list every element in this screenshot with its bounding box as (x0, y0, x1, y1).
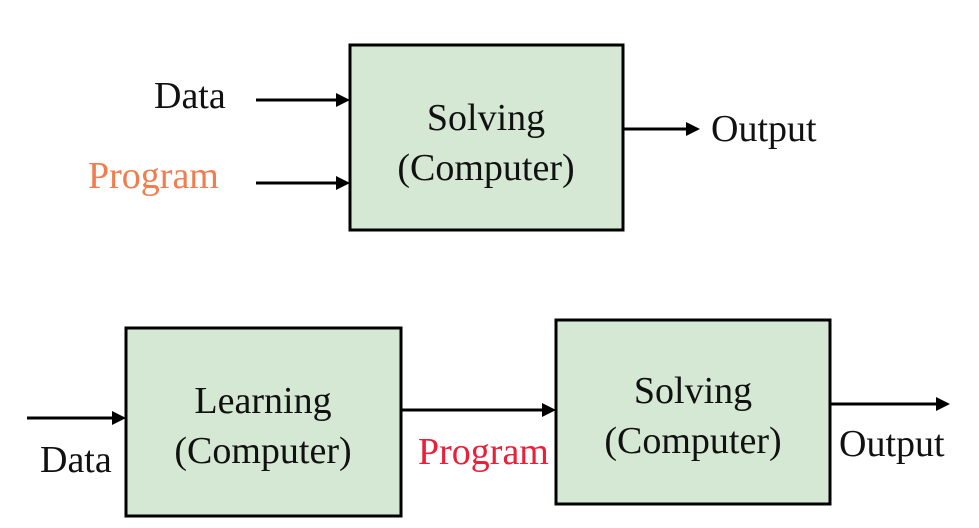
top-program-label: Program (88, 155, 219, 197)
bottom-output-arrowhead (936, 397, 950, 411)
bottom-solving-subtitle: (Computer) (604, 420, 781, 462)
bottom-data-label: Data (40, 439, 112, 481)
top-program-arrowhead (336, 176, 350, 190)
bottom-solving-box (554, 318, 832, 506)
top-solving-subtitle: (Computer) (397, 147, 574, 189)
program-arrowhead (542, 403, 556, 417)
top-output-label: Output (711, 108, 817, 150)
top-solving-title: Solving (427, 97, 545, 139)
learning-box (124, 326, 403, 518)
top-solving-box (348, 43, 625, 232)
learning-subtitle: (Computer) (174, 430, 351, 472)
top-output-arrowhead (686, 122, 700, 136)
top-data-arrowhead (336, 93, 350, 107)
bottom-data-arrowhead (112, 411, 126, 425)
bottom-solving-title: Solving (634, 370, 752, 412)
top-data-label: Data (154, 75, 226, 117)
learning-title: Learning (194, 380, 331, 422)
bottom-program-label: Program (418, 431, 549, 473)
bottom-output-label: Output (839, 423, 945, 465)
